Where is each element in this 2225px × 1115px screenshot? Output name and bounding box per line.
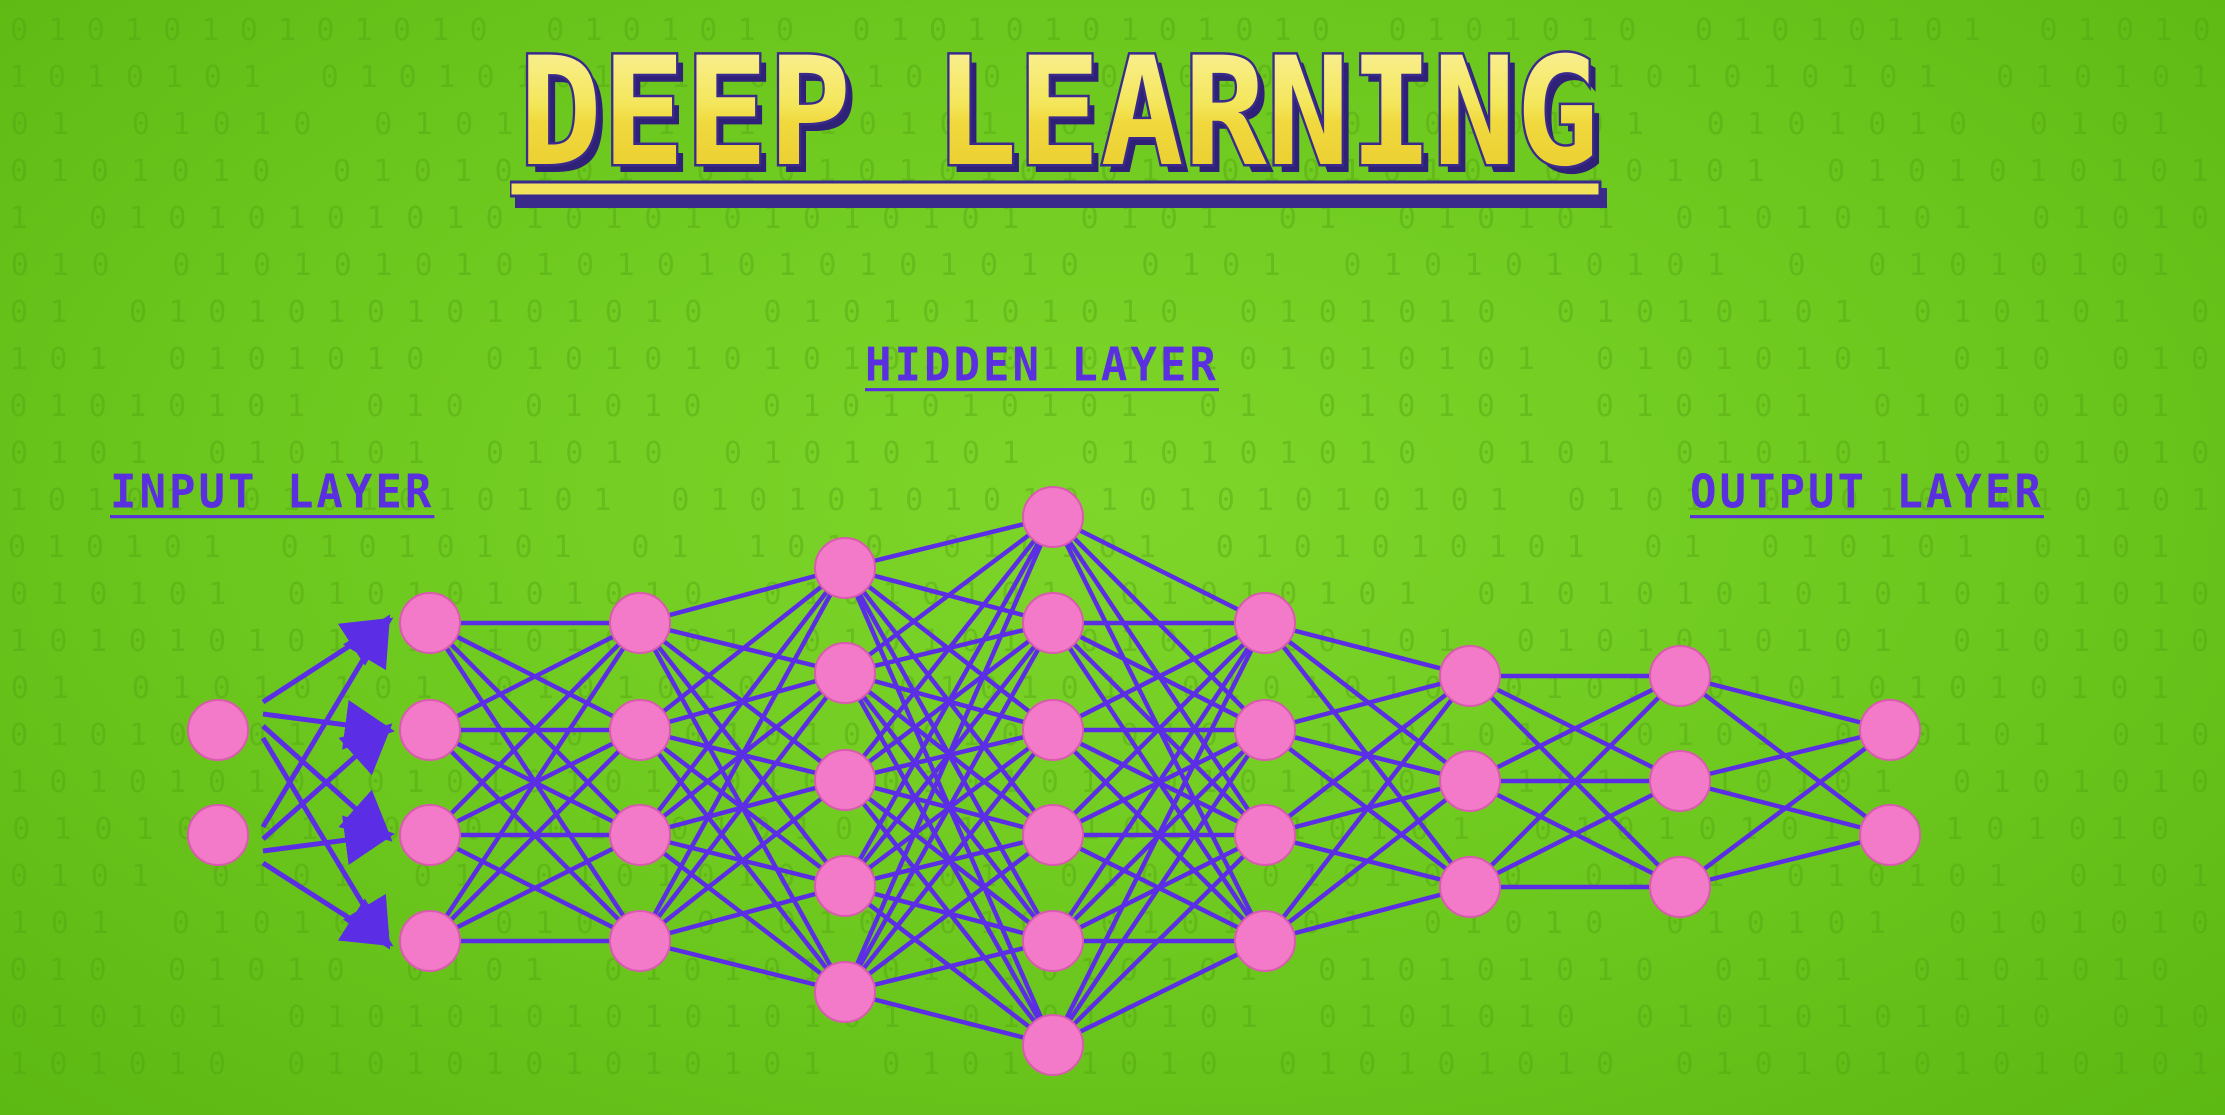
hidden-2-node — [609, 592, 671, 654]
hidden-7-node — [1649, 856, 1711, 918]
hidden-1-node — [399, 592, 461, 654]
hidden-3-node — [814, 537, 876, 599]
network-edge — [844, 938, 1054, 995]
network-edge — [1263, 674, 1472, 837]
title-banner: DEEP LEARNING DEEP LEARNING — [508, 24, 1608, 216]
network-edge — [428, 621, 642, 943]
input-arrow — [260, 614, 391, 829]
network-edge — [1264, 620, 1471, 679]
hidden-3-node — [814, 961, 876, 1023]
hidden-7-node — [1649, 750, 1711, 812]
network-edge — [638, 566, 847, 732]
network-nodes — [187, 486, 1921, 1076]
network-edge — [844, 514, 1054, 571]
hidden-5-node — [1234, 592, 1296, 654]
network-edge — [1051, 621, 1267, 943]
hidden-4-node — [1022, 1014, 1084, 1076]
input-arrow — [261, 617, 394, 705]
hidden-layer-label: HIDDEN LAYER — [865, 338, 1219, 393]
network-edge — [1263, 674, 1472, 943]
network-edge — [428, 832, 642, 944]
network-edge — [1468, 674, 1682, 889]
hidden-4-node — [1022, 910, 1084, 972]
network-edge — [843, 621, 1055, 994]
network-edge — [1051, 833, 1267, 1047]
hidden-4-node — [1022, 592, 1084, 654]
input-node — [187, 804, 249, 866]
output-node — [1859, 699, 1921, 761]
network-edge — [1050, 621, 1268, 1047]
hidden-1-node — [399, 699, 461, 761]
network-edge — [843, 515, 1055, 888]
network-edge — [1263, 779, 1472, 943]
hidden-5-node — [1234, 699, 1296, 761]
network-edge — [1264, 673, 1471, 733]
page-title-shadow: DEEP LEARNING — [526, 34, 1606, 208]
title-underline — [508, 180, 1602, 198]
input-arrow — [261, 860, 394, 947]
network-edge — [1678, 728, 1892, 889]
network-edge — [1051, 728, 1267, 1047]
hidden-6-node — [1439, 645, 1501, 707]
network-edge — [843, 515, 1055, 782]
network-edge — [1679, 832, 1891, 890]
hidden-3-node — [814, 749, 876, 811]
network-edge — [639, 938, 846, 995]
hidden-6-node — [1439, 750, 1501, 812]
network-edge — [638, 671, 847, 943]
network-edge — [1052, 938, 1266, 1048]
hidden-2-node — [609, 910, 671, 972]
network-edge — [428, 621, 642, 837]
network-edge — [428, 620, 642, 733]
network-edge — [842, 516, 1056, 993]
network-edge — [843, 728, 1055, 994]
hidden-2-node — [609, 699, 671, 761]
hidden-4-node — [1022, 804, 1084, 866]
network-edge — [1051, 621, 1267, 837]
network-edge — [638, 566, 847, 943]
hidden-6-node — [1439, 856, 1501, 918]
hidden-2-node — [609, 804, 671, 866]
page-title: DEEP LEARNING — [519, 26, 1599, 200]
hidden-1-node — [399, 910, 461, 972]
network-edge — [428, 728, 642, 943]
network-edge — [1468, 673, 1682, 784]
network-edge — [1051, 620, 1267, 733]
hidden-5-node — [1234, 804, 1296, 866]
network-edge — [1468, 778, 1682, 890]
input-arrow — [261, 724, 393, 842]
network-edge — [1264, 884, 1471, 944]
network-edge — [639, 883, 846, 944]
hidden-4-node — [1022, 699, 1084, 761]
input-arrow — [261, 723, 393, 841]
hidden-3-node — [814, 855, 876, 917]
input-node — [187, 699, 249, 761]
network-edge — [1051, 514, 1267, 626]
network-edges — [260, 514, 1892, 1048]
network-edge — [843, 833, 1055, 994]
hidden-5-node — [1234, 910, 1296, 972]
output-node — [1859, 804, 1921, 866]
input-arrow — [262, 815, 395, 865]
network-edge — [844, 989, 1054, 1048]
network-edge — [639, 565, 846, 626]
hidden-7-node — [1649, 645, 1711, 707]
output-layer-label: OUTPUT LAYER — [1690, 465, 2044, 520]
input-layer-label: INPUT LAYER — [110, 465, 435, 520]
hidden-1-node — [399, 804, 461, 866]
network-edge — [638, 778, 847, 943]
network-edge — [638, 566, 847, 837]
hidden-3-node — [814, 642, 876, 704]
hidden-4-node — [1022, 486, 1084, 548]
network-edge — [843, 515, 1055, 675]
network-edge — [1679, 727, 1891, 784]
network-edge — [1679, 673, 1891, 733]
